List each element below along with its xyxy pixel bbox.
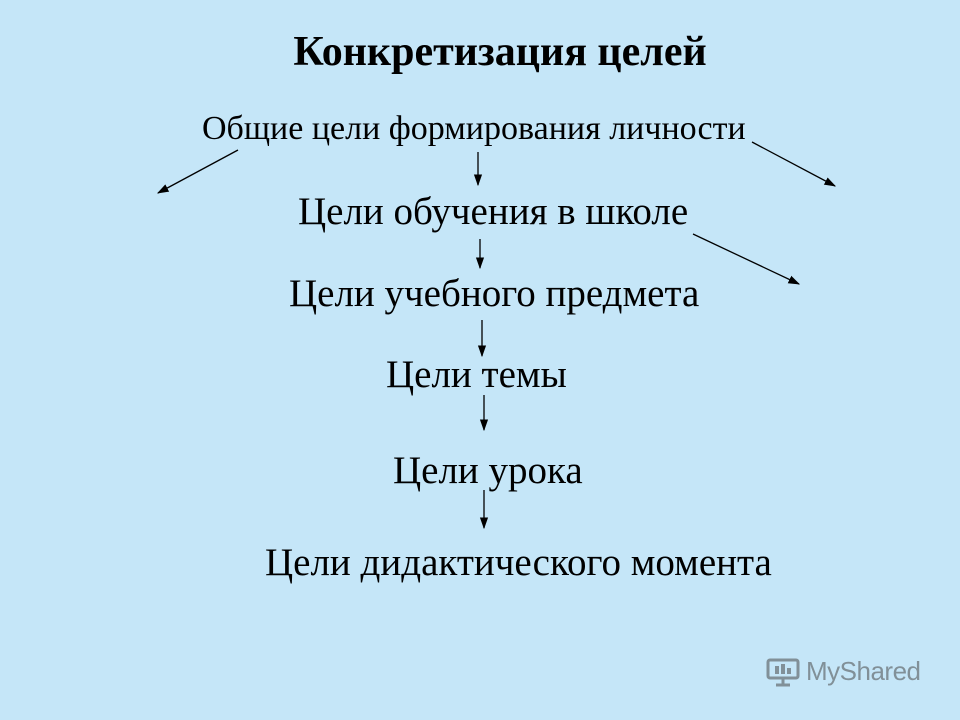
- level-topic-goals: Цели темы: [386, 353, 567, 396]
- watermark: MyShared: [766, 656, 921, 687]
- level-school-goals: Цели обучения в школе: [298, 190, 689, 233]
- presentation-screen-icon: [766, 658, 800, 686]
- level-subject-goals: Цели учебного предмета: [289, 272, 700, 315]
- arrow-school-to-right: [692, 233, 801, 285]
- arrow-general-to-right: [751, 141, 837, 187]
- watermark-text: MyShared: [806, 656, 921, 686]
- slide-title: Конкретизация целей: [293, 29, 707, 75]
- level-lesson-goals: Цели урока: [393, 449, 583, 492]
- level-general-goals: Общие цели формирования личности: [202, 110, 746, 147]
- arrow-general-to-left: [156, 149, 239, 194]
- level-didactic-moment-goals: Цели дидактического момента: [265, 541, 772, 584]
